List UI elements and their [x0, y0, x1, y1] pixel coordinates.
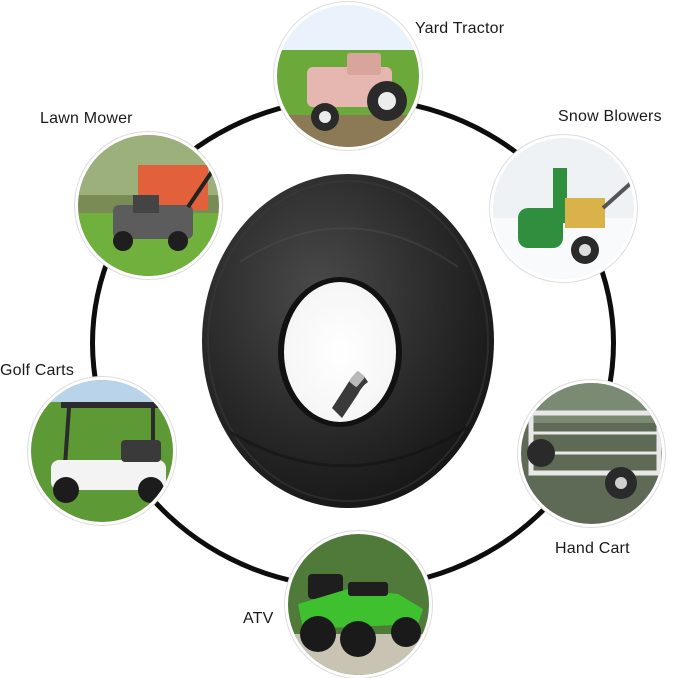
snow-blower-bubble [490, 135, 637, 282]
snow-blower-photo-icon [493, 138, 634, 279]
golf-cart-bubble [28, 377, 176, 525]
atv-photo-icon [288, 534, 429, 675]
label-yard-tractor: Yard Tractor [415, 20, 505, 37]
label-golf-carts: Golf Carts [0, 362, 75, 379]
lawn-mower-bubble [75, 132, 222, 279]
golf-cart-photo-icon [31, 380, 173, 522]
label-hand-cart: Hand Cart [555, 540, 630, 557]
lawn-mower-photo-icon [78, 135, 219, 276]
hand-cart-bubble [518, 380, 665, 527]
yard-tractor-bubble [274, 2, 422, 150]
inner-tube-image [200, 172, 496, 510]
label-lawn-mower: Lawn Mower [40, 110, 133, 127]
hand-cart-photo-icon [521, 383, 662, 524]
label-snow-blowers: Snow Blowers [558, 108, 662, 125]
label-atv: ATV [243, 610, 274, 627]
tractor-photo-icon [277, 5, 419, 147]
atv-bubble [285, 531, 432, 678]
